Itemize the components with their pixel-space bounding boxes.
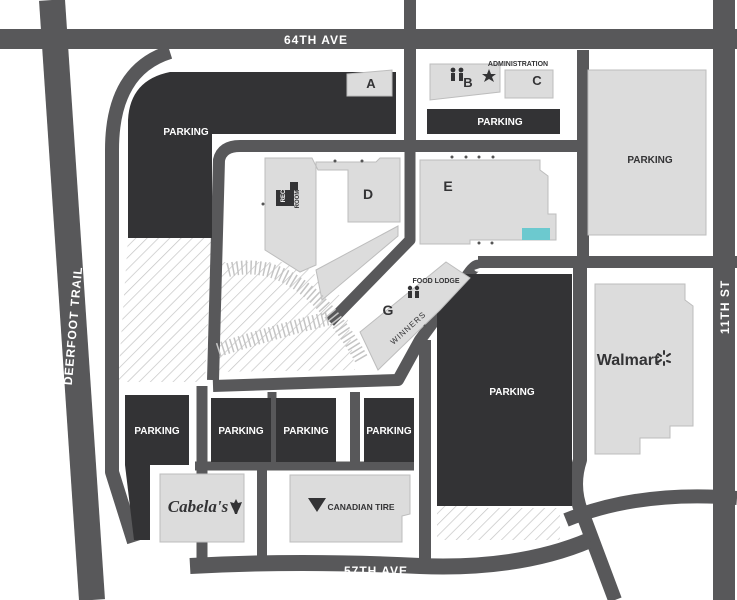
entrance-markers [261, 155, 495, 328]
parking-label-northeast: PARKING [627, 155, 673, 166]
cabelas-label: Cabela's [168, 497, 229, 516]
parking-lot-northeast [587, 69, 707, 236]
building-a [346, 69, 393, 97]
parking-label-northwest: PARKING [163, 127, 209, 138]
rec-room-logo [276, 182, 298, 206]
road-57th-ave [189, 532, 594, 575]
maple-leaf-icon [230, 499, 242, 514]
walmart-label: Walmart [597, 352, 660, 369]
walmart-spark-icon [657, 350, 671, 366]
parking-lot-northwest [128, 72, 396, 238]
building-a-label: A [366, 76, 376, 91]
road-deerfoot-trail [39, 0, 105, 600]
parking-lots [125, 72, 572, 540]
triangle-logo-icon [308, 498, 326, 512]
parking-label-sw2: PARKING [218, 426, 264, 437]
parking-label-north-center: PARKING [477, 117, 523, 128]
building-g [359, 261, 471, 371]
building-e [419, 159, 557, 245]
street-11th-st: 11TH ST [718, 280, 732, 334]
building-g-label: G [383, 302, 394, 318]
parking-lot-north-center [427, 109, 560, 134]
parking-lot-sw1 [125, 395, 189, 465]
restroom-icon [450, 67, 464, 81]
rec-room-label-1: REC [281, 189, 287, 202]
parking-lot-big [437, 274, 572, 506]
building-walmart [594, 283, 694, 455]
building-d [264, 157, 401, 273]
hatched-lot-west [118, 238, 212, 382]
rec-room-label-2: ROOM [295, 190, 301, 209]
curved-parking-rows [226, 260, 369, 364]
building-b-label: B [463, 75, 472, 90]
parking-lot-sw4 [364, 398, 414, 462]
building-canadian-tire [289, 474, 411, 543]
parking-label-sw4: PARKING [366, 426, 412, 437]
building-c [504, 69, 554, 99]
building-b [429, 63, 501, 101]
administration-label: ADMINISTRATION [488, 61, 548, 68]
buildings [159, 63, 707, 543]
parking-label-sw1: PARKING [134, 426, 180, 437]
accent-block [522, 228, 550, 240]
hatched-lot-center [212, 262, 355, 372]
parking-label-big: PARKING [489, 387, 535, 398]
street-57th-ave: 57TH AVE [344, 564, 408, 578]
canadian-tire-label: CANADIAN TIRE [327, 502, 394, 512]
building-c-label: C [532, 73, 542, 88]
road-west-loop [105, 45, 173, 545]
parking-lot-sw2 [211, 398, 271, 462]
building-cabelas [159, 473, 245, 543]
food-lodge-label: FOOD LODGE [412, 278, 459, 285]
street-64th-ave: 64TH AVE [284, 33, 348, 47]
building-d-label: D [363, 186, 373, 202]
restroom-icon [407, 285, 420, 298]
star-icon [482, 69, 496, 82]
parking-label-sw3: PARKING [283, 426, 329, 437]
parking-lot-sw3 [276, 398, 336, 462]
building-e-label: E [443, 178, 452, 194]
